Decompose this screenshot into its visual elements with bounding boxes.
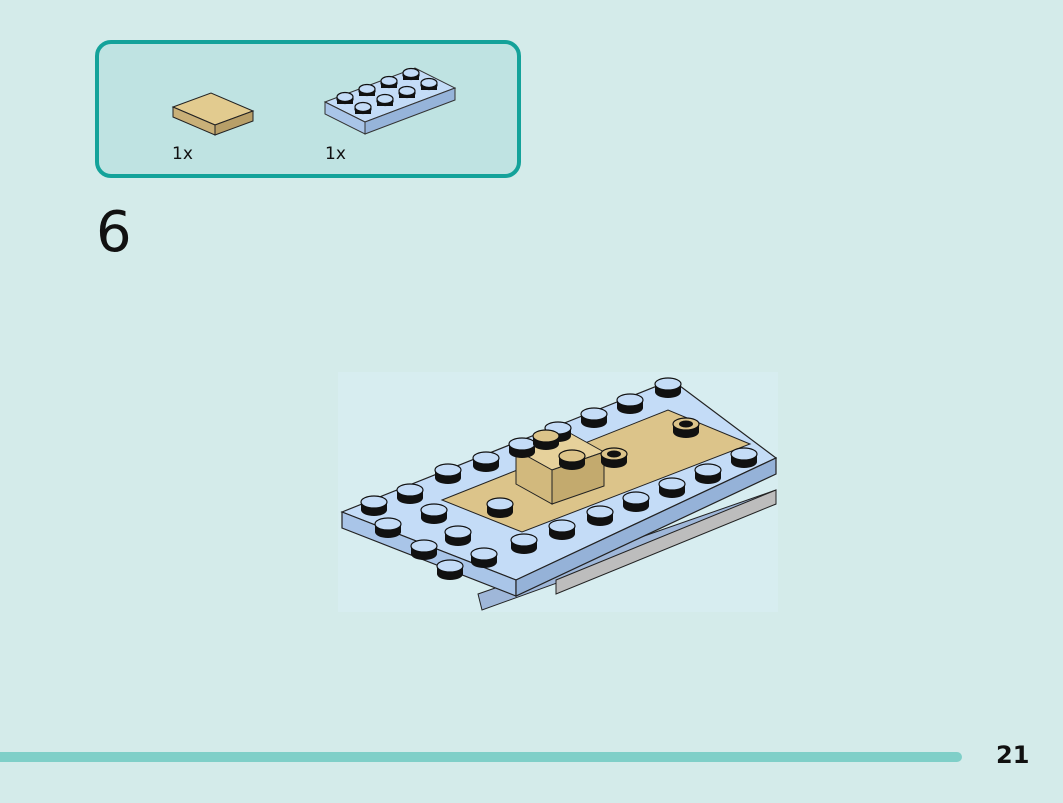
part-quantity: 1x — [325, 144, 346, 164]
light-blue-plate-2x4-icon — [321, 62, 461, 142]
part-quantity: 1x — [172, 144, 193, 164]
model-assembly-illustration — [338, 372, 778, 616]
parts-callout-box: 1x — [95, 40, 521, 178]
page-progress-bar — [0, 752, 962, 762]
page-number: 21 — [996, 741, 1030, 769]
tan-tile-2x2-icon — [169, 89, 259, 139]
step-number: 6 — [96, 200, 132, 265]
